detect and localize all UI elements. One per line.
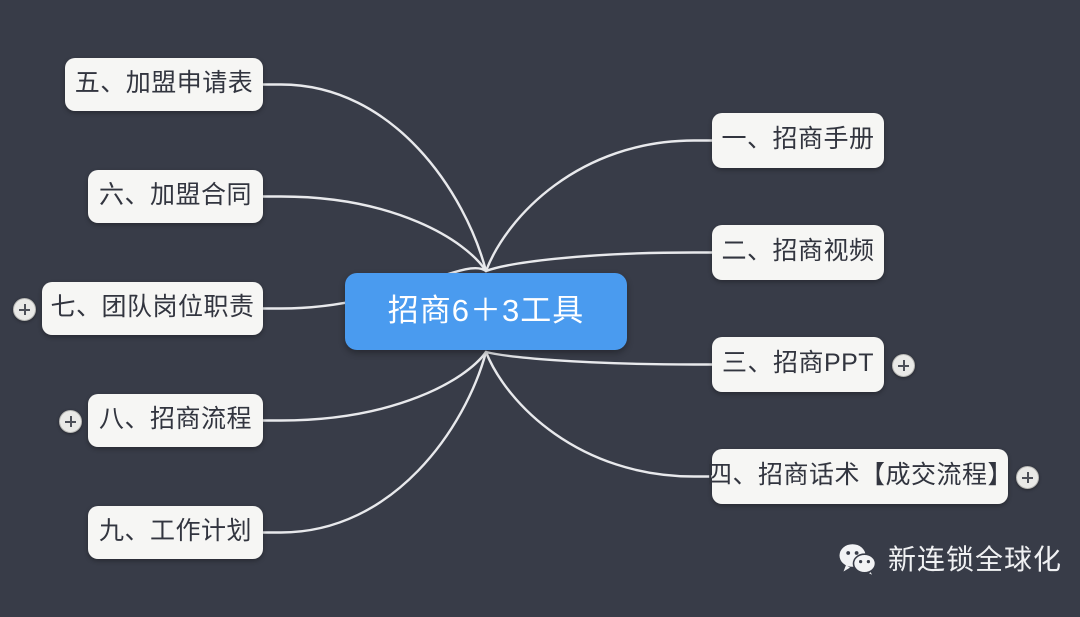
- connector-9: [261, 350, 488, 534]
- expand-node-button-3[interactable]: [892, 354, 915, 377]
- watermark: 新连锁全球化: [838, 543, 1062, 577]
- connector-8: [261, 350, 488, 422]
- branch-node-label: 七、团队岗位职责: [50, 293, 255, 321]
- expand-node-button-8[interactable]: [59, 410, 82, 433]
- center-node[interactable]: 招商6＋3工具: [345, 273, 627, 350]
- watermark-text: 新连锁全球化: [888, 544, 1063, 575]
- expand-node-button-7[interactable]: [13, 298, 36, 321]
- branch-node-5[interactable]: 五、加盟申请表: [65, 58, 263, 111]
- branch-node-label: 四、招商话术【成交流程】: [707, 461, 1014, 489]
- branch-node-7[interactable]: 七、团队岗位职责: [42, 282, 263, 335]
- branch-node-9[interactable]: 九、工作计划: [88, 506, 263, 559]
- branch-node-label: 九、工作计划: [98, 517, 252, 545]
- branch-node-label: 五、加盟申请表: [74, 69, 254, 97]
- branch-node-1[interactable]: 一、招商手册: [712, 113, 884, 168]
- branch-node-8[interactable]: 八、招商流程: [88, 394, 263, 447]
- expand-node-button-4[interactable]: [1016, 466, 1039, 489]
- wechat-icon: [839, 544, 877, 577]
- plus-icon-vertical: [23, 304, 26, 315]
- connector-3: [484, 350, 714, 366]
- connector-1: [484, 139, 714, 273]
- connector-2: [484, 251, 714, 273]
- branch-node-4[interactable]: 四、招商话术【成交流程】: [707, 449, 1013, 504]
- center-node-label: 招商6＋3工具: [387, 292, 585, 328]
- plus-icon-vertical: [69, 416, 72, 427]
- branch-node-label: 一、招商手册: [721, 125, 875, 153]
- branch-node-6[interactable]: 六、加盟合同: [88, 170, 263, 223]
- connector-5: [261, 83, 488, 273]
- connector-4: [484, 350, 714, 478]
- plus-icon-vertical: [1026, 472, 1029, 483]
- branch-node-3[interactable]: 三、招商PPT: [712, 337, 884, 392]
- branch-node-2[interactable]: 二、招商视频: [712, 225, 884, 280]
- branch-node-label: 六、加盟合同: [98, 181, 252, 209]
- connector-6: [261, 195, 488, 273]
- plus-icon-vertical: [902, 360, 905, 371]
- branch-node-label: 八、招商流程: [98, 405, 252, 433]
- branch-node-label: 二、招商视频: [721, 237, 875, 265]
- branch-node-label: 三、招商PPT: [721, 349, 875, 377]
